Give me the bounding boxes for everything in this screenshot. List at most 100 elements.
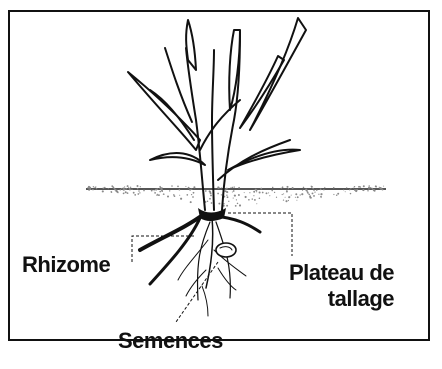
- soil-dot: [345, 191, 346, 192]
- soil-dot: [313, 195, 315, 197]
- soil-dot: [121, 188, 122, 189]
- soil-dot: [125, 191, 127, 193]
- soil-dot: [357, 189, 358, 190]
- soil-dot: [102, 190, 104, 192]
- soil-dot: [93, 186, 94, 187]
- soil-dot: [234, 195, 236, 197]
- soil-dot: [137, 193, 139, 195]
- soil-dot: [226, 191, 228, 193]
- soil-dot: [233, 190, 235, 192]
- soil-dot: [312, 192, 314, 194]
- soil-dot: [167, 195, 169, 197]
- soil-dot: [104, 187, 106, 189]
- soil-dot: [288, 188, 289, 189]
- soil-dot: [272, 187, 273, 188]
- soil-dot: [303, 187, 305, 189]
- soil-dot: [353, 187, 354, 188]
- soil-dot: [126, 188, 128, 190]
- soil-dot: [221, 187, 222, 188]
- soil-dot: [108, 188, 109, 189]
- soil-dot: [171, 185, 173, 187]
- soil-dot: [226, 194, 227, 195]
- soil-dot: [156, 194, 157, 195]
- soil-dot: [221, 194, 222, 195]
- roots: [140, 214, 260, 316]
- soil-dot: [383, 186, 384, 187]
- soil-dot: [173, 194, 175, 196]
- soil-dot: [295, 193, 297, 195]
- label-plateau-line1: Plateau de: [274, 260, 394, 286]
- soil-dot: [128, 187, 129, 188]
- soil-dot: [161, 189, 163, 191]
- soil-dot: [159, 191, 161, 193]
- soil-dot: [283, 193, 284, 194]
- soil-dot: [88, 189, 90, 191]
- soil-dot: [210, 194, 212, 196]
- label-rhizome: Rhizome: [22, 252, 110, 278]
- soil-dot: [191, 189, 192, 190]
- soil-dot: [256, 191, 257, 192]
- soil-dot: [316, 190, 317, 191]
- soil-dot: [211, 202, 213, 204]
- soil-dot: [140, 186, 141, 187]
- soil-dot: [210, 192, 212, 194]
- soil-dot: [120, 189, 122, 191]
- soil-dot: [191, 194, 192, 195]
- soil-dot: [363, 185, 365, 187]
- soil-dot: [169, 190, 170, 191]
- soil-dot: [158, 194, 160, 196]
- soil-dot: [259, 198, 261, 200]
- soil-dot: [151, 190, 153, 192]
- soil-dot: [188, 187, 190, 189]
- soil-dot: [92, 189, 93, 190]
- soil-dot: [180, 198, 182, 200]
- soil-dot: [368, 189, 369, 190]
- soil-dot: [236, 199, 237, 200]
- soil-dot: [253, 191, 255, 193]
- soil-dot: [137, 188, 139, 190]
- soil-dot: [320, 193, 322, 195]
- soil-dot: [320, 188, 322, 190]
- soil-dot: [190, 201, 192, 203]
- soil-dot: [318, 194, 319, 195]
- soil-dot: [302, 190, 303, 191]
- soil-dot: [307, 192, 309, 194]
- soil-dot: [226, 188, 228, 190]
- soil-dot: [157, 188, 158, 189]
- soil-dot: [228, 201, 229, 202]
- soil-dot: [179, 195, 180, 196]
- soil-dot: [252, 198, 253, 199]
- soil-dot: [368, 187, 370, 189]
- soil-dot: [233, 198, 234, 199]
- soil-dot: [343, 189, 344, 190]
- soil-dot: [354, 189, 356, 191]
- soil-dot: [185, 186, 186, 187]
- soil-surface: [86, 185, 386, 207]
- soil-dot: [337, 193, 339, 195]
- soil-dot: [372, 188, 373, 189]
- soil-dot: [262, 192, 264, 194]
- label-plateau-de-tallage: Plateau de tallage: [274, 260, 394, 312]
- soil-dot: [248, 199, 250, 201]
- soil-dot: [308, 194, 310, 196]
- soil-dot: [189, 189, 191, 191]
- soil-dot: [127, 192, 129, 194]
- soil-dot: [259, 191, 261, 193]
- soil-dot: [380, 187, 382, 189]
- soil-dot: [137, 185, 139, 187]
- soil-dot: [217, 193, 219, 195]
- soil-dot: [207, 200, 209, 202]
- soil-dot: [89, 187, 91, 189]
- soil-dot: [286, 191, 288, 193]
- soil-dot: [245, 196, 247, 198]
- soil-dot: [297, 196, 299, 198]
- soil-dot: [96, 188, 97, 189]
- soil-dot: [358, 186, 360, 188]
- soil-dot: [370, 187, 372, 189]
- soil-dot: [295, 197, 296, 198]
- soil-dot: [129, 188, 131, 190]
- soil-dot: [179, 189, 181, 191]
- soil-dot: [266, 192, 268, 194]
